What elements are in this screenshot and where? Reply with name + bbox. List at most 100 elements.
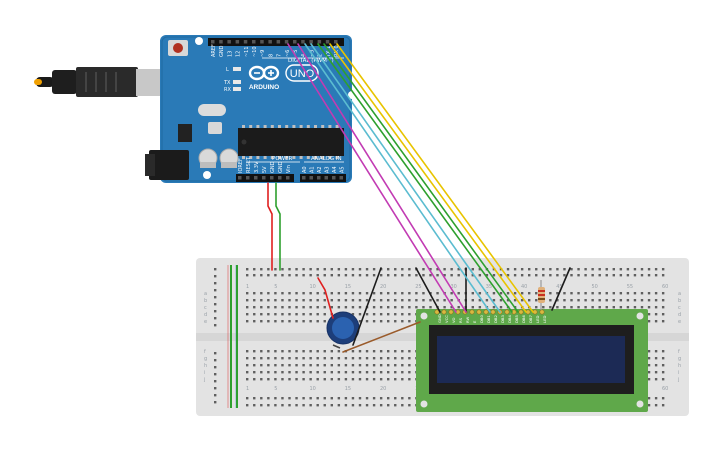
terminal-hole[interactable] [499,299,503,302]
terminal-hole[interactable] [471,292,474,295]
lcd-pin[interactable] [504,309,510,315]
terminal-hole[interactable] [457,306,460,309]
analog-pin-hole[interactable] [317,176,321,180]
terminal-hole[interactable] [344,299,348,302]
terminal-hole[interactable] [316,364,319,367]
terminal-hole[interactable] [295,306,298,309]
top-rail-hole[interactable] [528,274,531,277]
terminal-hole[interactable] [542,306,545,309]
top-rail-hole[interactable] [344,274,348,277]
top-rail-hole[interactable] [549,274,552,277]
top-rail-hole[interactable] [556,268,559,271]
side-rail-hole[interactable] [214,373,217,376]
bottom-rail-hole[interactable] [351,397,355,400]
terminal-hole[interactable] [274,292,277,295]
terminal-hole[interactable] [485,299,489,302]
top-rail-hole[interactable] [591,268,594,271]
terminal-hole[interactable] [619,306,623,309]
top-rail-hole[interactable] [246,274,249,277]
bottom-rail-hole[interactable] [358,404,362,407]
side-rail-hole[interactable] [214,275,217,278]
terminal-hole[interactable] [316,357,319,360]
terminal-hole[interactable] [260,357,263,360]
terminal-hole[interactable] [316,306,319,309]
top-rail-hole[interactable] [260,268,263,271]
terminal-hole[interactable] [401,357,404,360]
terminal-hole[interactable] [450,299,453,302]
terminal-hole[interactable] [415,306,418,309]
top-rail-hole[interactable] [330,274,333,277]
side-rail-hole[interactable] [214,317,217,320]
terminal-hole[interactable] [302,313,305,316]
terminal-hole[interactable] [358,306,362,309]
terminal-hole[interactable] [260,299,263,302]
top-rail-hole[interactable] [260,274,263,277]
terminal-hole[interactable] [394,313,397,316]
terminal-hole[interactable] [365,299,369,302]
terminal-hole[interactable] [351,357,355,360]
terminal-hole[interactable] [365,320,369,323]
terminal-hole[interactable] [288,299,291,302]
digital-pin-hole[interactable] [211,40,215,44]
terminal-hole[interactable] [253,320,256,323]
terminal-hole[interactable] [281,299,284,302]
terminal-hole[interactable] [309,313,312,316]
terminal-hole[interactable] [267,378,270,381]
digital-pin-hole[interactable] [317,40,322,44]
terminal-hole[interactable] [316,299,319,302]
bottom-rail-hole[interactable] [365,404,369,407]
terminal-hole[interactable] [379,357,383,360]
bottom-rail-hole[interactable] [267,404,270,407]
terminal-hole[interactable] [556,306,559,309]
digital-pin-hole[interactable] [325,40,330,44]
terminal-hole[interactable] [295,364,298,367]
terminal-hole[interactable] [577,306,580,309]
terminal-hole[interactable] [661,299,665,302]
terminal-hole[interactable] [260,350,263,353]
top-rail-hole[interactable] [295,268,298,271]
terminal-hole[interactable] [365,357,369,360]
terminal-hole[interactable] [281,313,284,316]
top-rail-hole[interactable] [422,274,425,277]
bottom-rail-hole[interactable] [661,404,665,407]
terminal-hole[interactable] [626,299,630,302]
analog-pin-hole[interactable] [309,176,314,180]
terminal-hole[interactable] [379,371,383,374]
terminal-hole[interactable] [584,299,587,302]
terminal-hole[interactable] [584,292,587,295]
bottom-rail-hole[interactable] [661,397,665,400]
terminal-hole[interactable] [408,357,411,360]
terminal-hole[interactable] [520,299,524,302]
terminal-hole[interactable] [570,299,573,302]
terminal-hole[interactable] [379,306,383,309]
terminal-hole[interactable] [506,299,510,302]
terminal-hole[interactable] [316,378,319,381]
terminal-hole[interactable] [535,299,538,302]
terminal-hole[interactable] [394,306,397,309]
terminal-hole[interactable] [661,292,665,295]
top-rail-hole[interactable] [584,268,587,271]
top-rail-hole[interactable] [436,268,439,271]
terminal-hole[interactable] [246,357,249,360]
top-rail-hole[interactable] [619,274,623,277]
terminal-hole[interactable] [253,371,256,374]
digital-pin-hole[interactable] [260,40,264,44]
terminal-hole[interactable] [619,299,623,302]
top-rail-hole[interactable] [351,274,355,277]
terminal-hole[interactable] [330,378,333,381]
bottom-rail-hole[interactable] [408,404,411,407]
terminal-hole[interactable] [584,306,587,309]
side-rail-hole[interactable] [214,366,217,369]
terminal-hole[interactable] [633,292,637,295]
terminal-hole[interactable] [372,357,376,360]
terminal-hole[interactable] [379,313,383,316]
terminal-hole[interactable] [654,320,658,323]
terminal-hole[interactable] [267,357,270,360]
terminal-hole[interactable] [246,306,249,309]
terminal-hole[interactable] [654,299,658,302]
terminal-hole[interactable] [351,371,355,374]
terminal-hole[interactable] [457,292,460,295]
terminal-hole[interactable] [387,357,390,360]
top-rail-hole[interactable] [337,274,341,277]
top-rail-hole[interactable] [365,268,369,271]
